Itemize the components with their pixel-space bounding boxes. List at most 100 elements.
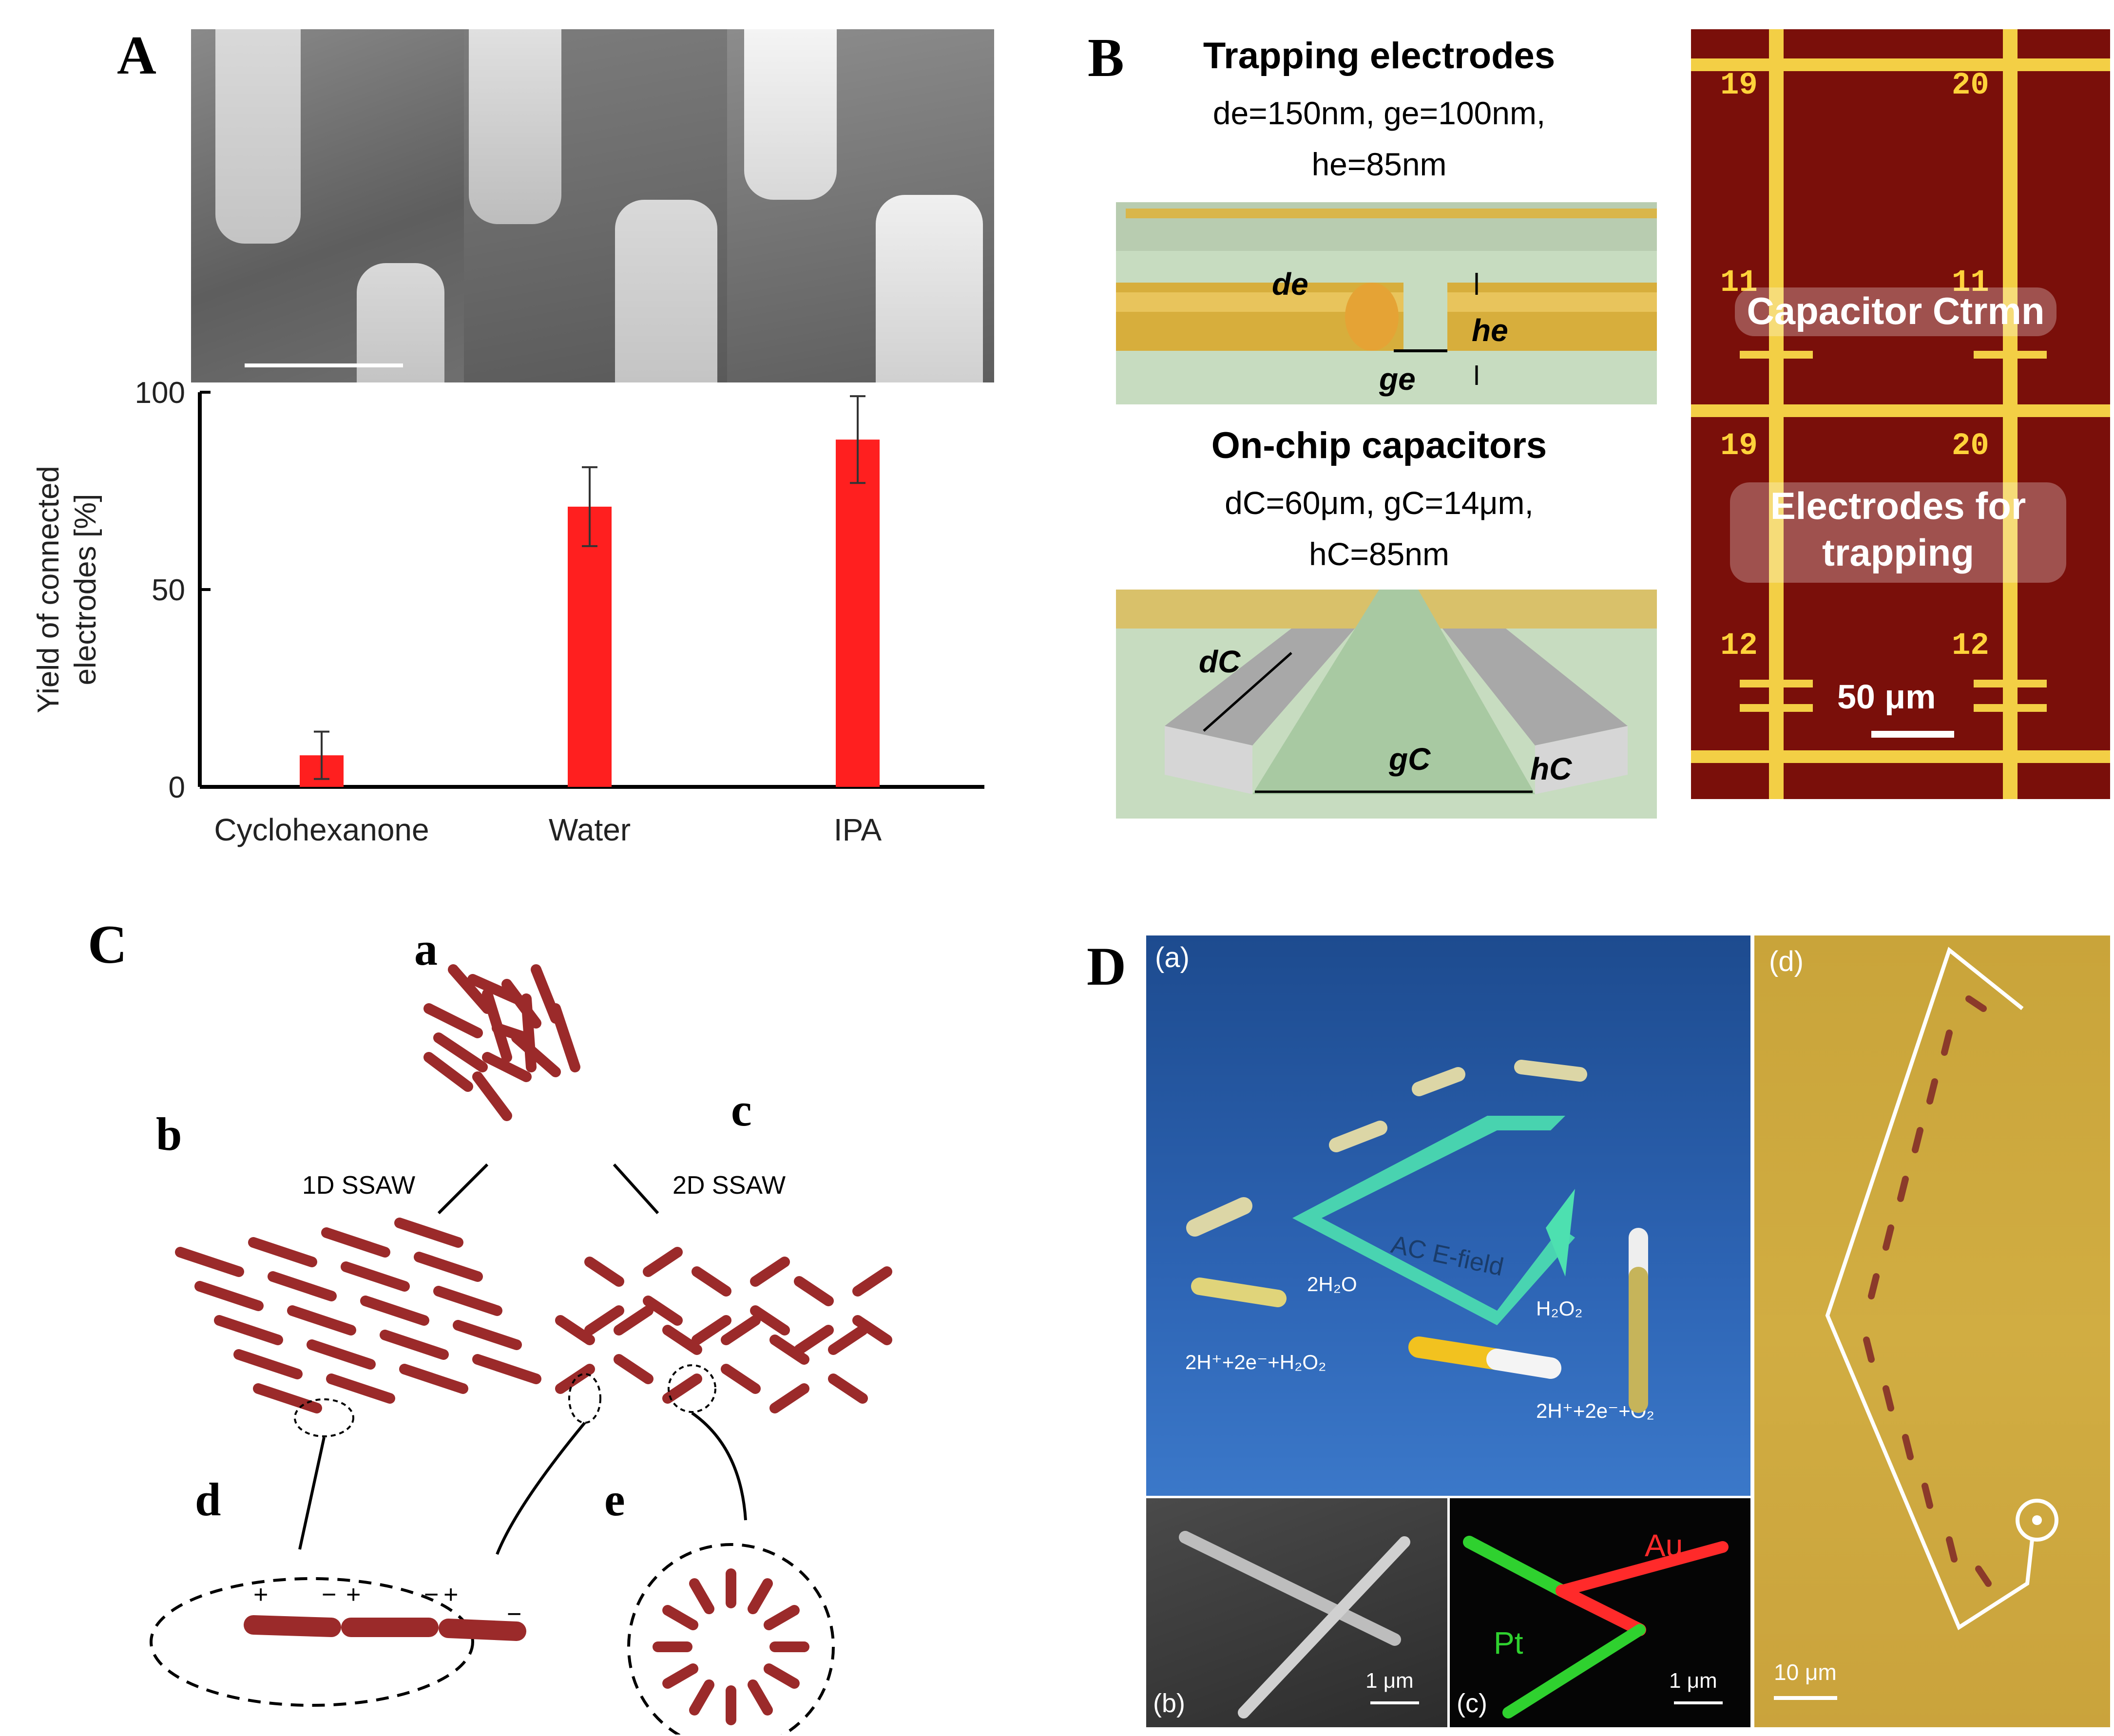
nanorod: [555, 1364, 595, 1394]
nanorod: [721, 1364, 761, 1394]
bar-water: [568, 506, 612, 787]
nanorod: [852, 1266, 892, 1297]
nanorod: [433, 1032, 488, 1072]
nanorod: [721, 1315, 761, 1345]
c-plus-3: +: [443, 1581, 458, 1609]
h2o2-label: H₂O₂: [1536, 1297, 1583, 1320]
nanorod: [433, 1286, 502, 1316]
cap-params-line1: dC=60μm, gC=14μm,: [1225, 485, 1534, 521]
nanorod: [492, 1023, 532, 1043]
capacitor-label: Capacitor Ctrmn: [1735, 287, 2056, 336]
micro-num-20-mid: 20: [1952, 429, 1989, 464]
nanorod: [194, 1281, 264, 1311]
nanorod-radial: [748, 1578, 773, 1615]
electrodes-label-line1: Electrodes for: [1730, 482, 2066, 529]
nanorod: [214, 1315, 283, 1345]
c-sub-e: e: [604, 1473, 625, 1526]
nanorod: [423, 1003, 483, 1038]
nanorod-radial: [763, 1663, 800, 1689]
nanorod: [614, 1305, 653, 1335]
c-sub-a: a: [414, 923, 438, 975]
c-plus-2: +: [346, 1581, 361, 1609]
nanorod: [584, 1305, 624, 1335]
micro-num-20-top: 20: [1952, 68, 1989, 103]
nanorod: [692, 1315, 731, 1345]
d-scale-c: 1 μm: [1669, 1669, 1717, 1693]
nanorod: [423, 1052, 473, 1092]
nanorod: [268, 1271, 337, 1301]
nanorod: [550, 1003, 580, 1072]
micro-scale-bar: [1871, 731, 1954, 738]
nanorod: [555, 1315, 595, 1345]
sem-scale-bar: [245, 363, 403, 367]
ssaw-2d-label: 2D SSAW: [673, 1171, 786, 1200]
x-tick-label: Cyclohexanone: [214, 812, 429, 847]
micro-num-19-mid: 19: [1720, 429, 1758, 464]
bar-ipa: [836, 439, 880, 787]
nanorod: [341, 1261, 410, 1292]
micro-num-11-right: 11: [1952, 266, 1989, 301]
nanorod: [794, 1276, 834, 1306]
nanorod: [750, 1257, 790, 1287]
d-sub-a: (a): [1155, 942, 1190, 973]
nanorod: [692, 1266, 731, 1297]
x-tick-label: Water: [549, 812, 631, 847]
eq-left-label: 2H⁺+2e⁻+H₂O₂: [1185, 1351, 1326, 1374]
nanorod: [380, 1330, 449, 1360]
nanorod: [662, 1374, 702, 1404]
micro-num-12-left: 12: [1720, 629, 1758, 664]
c-sub-d: d: [195, 1473, 221, 1526]
nanorod: [175, 1247, 244, 1277]
cap-title: On-chip capacitors: [1211, 425, 1547, 466]
h-c-label: hC: [1530, 751, 1572, 786]
nanorod: [360, 1296, 429, 1326]
d-sub-c: (c): [1457, 1689, 1487, 1718]
nanorod: [643, 1247, 683, 1277]
nanorod: [414, 1252, 483, 1282]
nanorod: [852, 1315, 892, 1345]
c-minus-3: −: [507, 1600, 521, 1628]
micro-num-11-left: 11: [1720, 266, 1758, 301]
panel-b-micrograph: 19 20 11 11 19 20 12 12 Capacitor Ctrmn …: [1691, 29, 2110, 799]
nanorod: [307, 1339, 376, 1370]
edx-au-label: Au: [1645, 1528, 1683, 1563]
nanorod: [614, 1354, 653, 1384]
nanorod-radial: [662, 1663, 699, 1689]
nanorod: [326, 1374, 395, 1404]
h2o-label: 2H₂O: [1307, 1273, 1357, 1296]
nanorod: [511, 1032, 561, 1077]
panel-b-schematics: Trapping electrodes de=150nm, ge=100nm, …: [1116, 35, 1657, 819]
trap-title: Trapping electrodes: [1203, 35, 1555, 76]
nanorod: [233, 1349, 303, 1379]
nanorod-radial: [763, 1605, 800, 1630]
nanorod: [482, 1052, 532, 1082]
micro-scale-text: 50 μm: [1837, 678, 1936, 716]
h-e-label: he: [1472, 313, 1508, 348]
nanorod: [394, 1218, 463, 1248]
g-c-label: gC: [1388, 742, 1431, 777]
nanorod: [453, 1320, 522, 1350]
panel-d-label: D: [1087, 936, 1126, 997]
d-e-label: de: [1272, 267, 1308, 302]
panel-a-sem-image: [191, 29, 994, 382]
nanorod: [287, 1305, 356, 1335]
panel-d-illustration: (a) AC E-field 2H₂O 2H⁺+2e⁻+H₂O₂ H₂O₂ 2H…: [1146, 935, 1750, 1496]
trap-params-line1: de=150nm, ge=100nm,: [1213, 95, 1546, 131]
y-tick-label: 0: [169, 771, 185, 804]
d-scale-b: 1 μm: [1365, 1669, 1414, 1693]
nanorod: [248, 1237, 317, 1267]
nanorod: [472, 1071, 512, 1121]
nanorod: [399, 1364, 468, 1394]
panel-a-label: A: [117, 25, 156, 86]
nanorod-radial: [689, 1578, 714, 1615]
nanorod-radial: [748, 1679, 773, 1716]
nanorod: [253, 1383, 322, 1413]
panel-b-label: B: [1088, 28, 1124, 88]
d-sub-b: (b): [1153, 1689, 1185, 1718]
x-tick-label: IPA: [834, 812, 882, 847]
d-sub-d: (d): [1769, 946, 1804, 977]
c-plus-1: +: [253, 1581, 268, 1609]
nanorod: [794, 1325, 834, 1355]
nanorod: [321, 1227, 390, 1258]
